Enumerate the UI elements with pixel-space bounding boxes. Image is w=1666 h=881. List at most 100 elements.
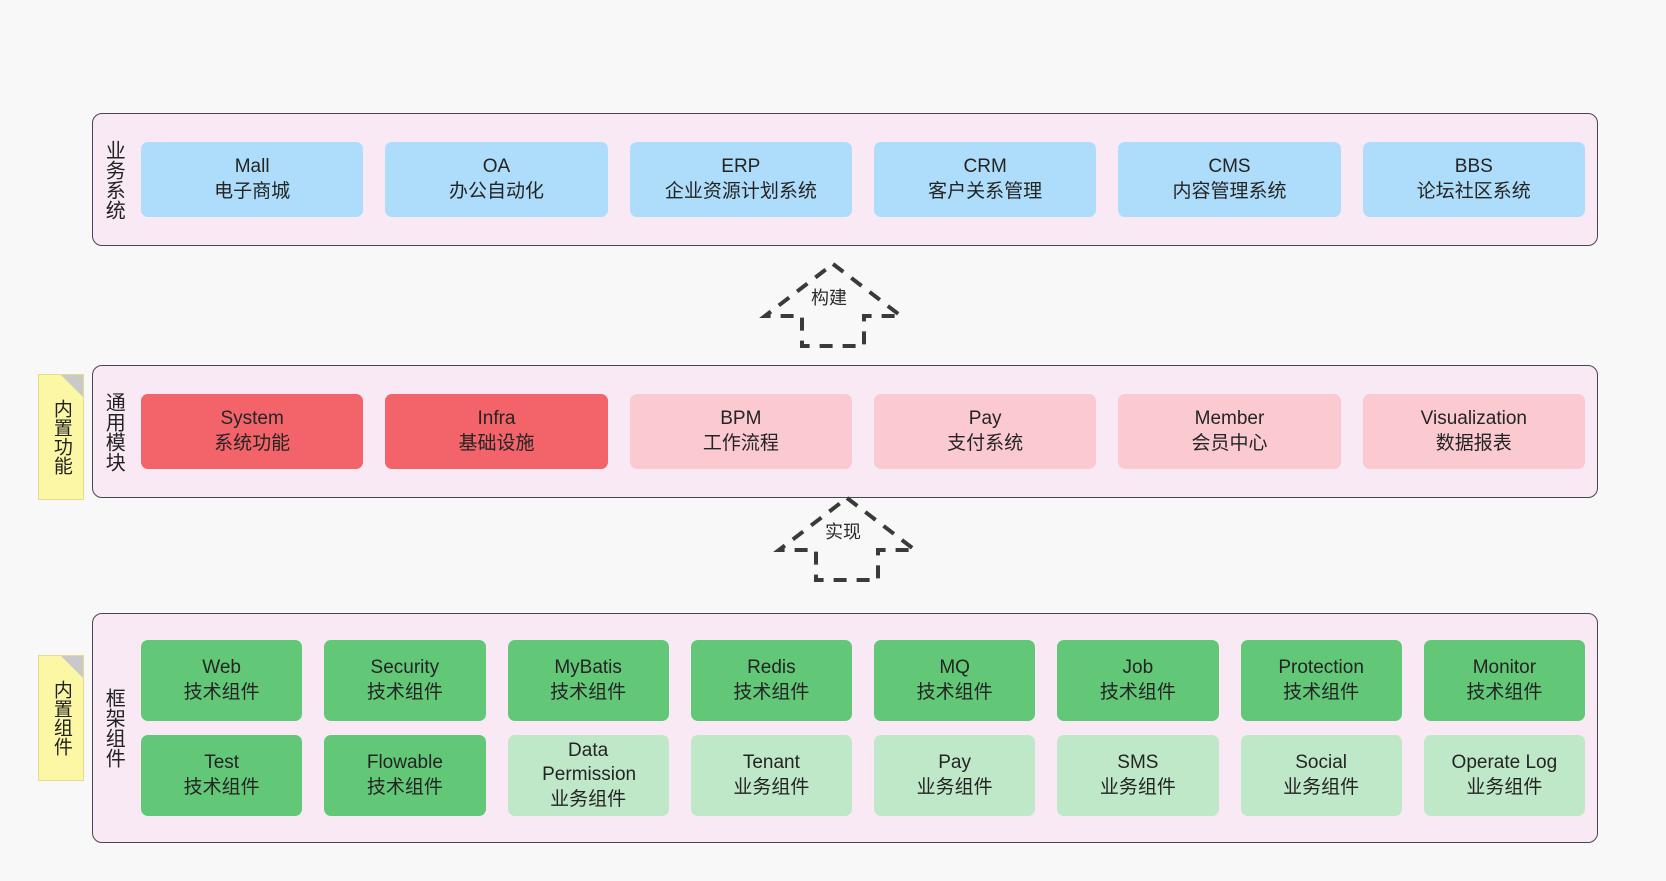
- module-card-member[interactable]: Member 会员中心: [1118, 394, 1341, 469]
- component-card-name: Tenant: [742, 752, 800, 774]
- note-builtin-component: 内置组件: [38, 655, 84, 781]
- module-card-name: BBS: [1454, 156, 1493, 178]
- layer-row: Web 技术组件 Security 技术组件 MyBatis 技术组件 Redi…: [141, 640, 1585, 721]
- component-card-desc: 技术组件: [366, 681, 443, 703]
- module-card-bbs[interactable]: BBS 论坛社区系统: [1362, 142, 1585, 217]
- component-card-desc: 业务组件: [1283, 776, 1360, 798]
- module-card-mall[interactable]: Mall 电子商城: [141, 142, 364, 217]
- layer-common-module[interactable]: 通用模块 System 系统功能 Infra 基础设施 BPM 工作流程 Pay…: [92, 365, 1598, 498]
- module-card-desc: 支付系统: [947, 432, 1024, 454]
- component-card-desc: 技术组件: [1283, 681, 1360, 703]
- module-card-pay[interactable]: Pay 支付系统: [873, 394, 1097, 469]
- module-card-name: CRM: [963, 156, 1007, 178]
- component-card-desc: 技术组件: [366, 776, 443, 798]
- component-card-name: Security: [370, 657, 440, 679]
- module-card-oa[interactable]: OA 办公自动化: [385, 142, 608, 217]
- module-card-name: Mall: [234, 156, 270, 178]
- layer-framework-component[interactable]: 框架组件 Web 技术组件 Security 技术组件 MyBatis 技术组件…: [92, 613, 1598, 843]
- component-card-name: Test: [204, 752, 240, 774]
- component-card-monitor[interactable]: Monitor 技术组件: [1423, 640, 1585, 721]
- component-card-name: Protection: [1278, 657, 1364, 679]
- component-card-name: Data Permission: [542, 740, 637, 786]
- layer-title-business-system: 业务系统: [102, 139, 125, 220]
- note-label: 内置功能: [50, 399, 72, 475]
- component-card-name: MyBatis: [554, 657, 622, 679]
- module-card-name: System: [220, 408, 284, 430]
- layer-body-framework-component: Web 技术组件 Security 技术组件 MyBatis 技术组件 Redi…: [133, 614, 1597, 842]
- module-card-bpm[interactable]: BPM 工作流程: [629, 394, 852, 469]
- module-card-desc: 论坛社区系统: [1416, 180, 1531, 202]
- component-card-mybatis[interactable]: MyBatis 技术组件: [507, 640, 669, 721]
- component-card-name: Social: [1295, 752, 1347, 774]
- module-card-visualization[interactable]: Visualization 数据报表: [1362, 394, 1585, 469]
- component-card-desc: 技术组件: [1466, 681, 1543, 703]
- module-card-name: CMS: [1208, 156, 1251, 178]
- layer-business-system[interactable]: 业务系统 Mall 电子商城 OA 办公自动化 ERP 企业资源计划系统 CRM…: [92, 113, 1598, 246]
- component-card-desc: 技术组件: [183, 776, 260, 798]
- component-card-name: Pay: [938, 752, 971, 774]
- component-card-desc: 业务组件: [916, 776, 993, 798]
- module-card-name: Member: [1194, 408, 1265, 430]
- module-card-cms[interactable]: CMS 内容管理系统: [1118, 142, 1341, 217]
- component-card-desc: 业务组件: [1466, 776, 1543, 798]
- module-card-desc: 客户关系管理: [928, 180, 1043, 202]
- module-card-name: Visualization: [1420, 408, 1527, 430]
- layer-row: Test 技术组件 Flowable 技术组件 Data Permission …: [141, 735, 1585, 816]
- component-card-desc: 业务组件: [1099, 776, 1176, 798]
- component-card-mq[interactable]: MQ 技术组件: [874, 640, 1036, 721]
- component-card-name: Web: [202, 657, 241, 679]
- component-card-redis[interactable]: Redis 技术组件: [690, 640, 852, 721]
- module-card-name: ERP: [721, 156, 761, 178]
- module-card-system[interactable]: System 系统功能: [141, 394, 364, 469]
- component-card-job[interactable]: Job 技术组件: [1057, 640, 1219, 721]
- component-card-sms[interactable]: SMS 业务组件: [1057, 735, 1219, 816]
- component-card-desc: 技术组件: [733, 681, 810, 703]
- layer-row: Mall 电子商城 OA 办公自动化 ERP 企业资源计划系统 CRM 客户关系…: [141, 142, 1585, 217]
- component-card-flowable[interactable]: Flowable 技术组件: [324, 735, 486, 816]
- arrow-build: 构建: [758, 258, 908, 350]
- module-card-desc: 电子商城: [214, 180, 291, 202]
- component-card-name: Redis: [747, 657, 796, 679]
- module-card-desc: 会员中心: [1191, 432, 1268, 454]
- module-card-infra[interactable]: Infra 基础设施: [385, 394, 608, 469]
- note-label: 内置组件: [50, 680, 72, 756]
- module-card-desc: 数据报表: [1435, 432, 1512, 454]
- component-card-name: MQ: [939, 657, 970, 679]
- component-card-desc: 技术组件: [183, 681, 260, 703]
- component-card-name: Flowable: [366, 752, 443, 774]
- module-card-crm[interactable]: CRM 客户关系管理: [873, 142, 1097, 217]
- module-card-desc: 工作流程: [702, 432, 779, 454]
- module-card-desc: 系统功能: [214, 432, 291, 454]
- component-card-pay[interactable]: Pay 业务组件: [874, 735, 1036, 816]
- note-builtin-feature: 内置功能: [38, 374, 84, 500]
- component-card-social[interactable]: Social 业务组件: [1240, 735, 1402, 816]
- module-card-desc: 内容管理系统: [1172, 180, 1287, 202]
- component-card-web[interactable]: Web 技术组件: [141, 640, 303, 721]
- component-card-desc: 业务组件: [550, 788, 627, 810]
- module-card-name: Infra: [477, 408, 516, 430]
- layer-body-common-module: System 系统功能 Infra 基础设施 BPM 工作流程 Pay 支付系统…: [133, 366, 1597, 497]
- component-card-tenant[interactable]: Tenant 业务组件: [690, 735, 852, 816]
- component-card-data-permission[interactable]: Data Permission 业务组件: [507, 735, 669, 816]
- component-card-desc: 业务组件: [733, 776, 810, 798]
- component-card-name: Operate Log: [1451, 752, 1558, 774]
- component-card-desc: 技术组件: [1099, 681, 1176, 703]
- component-card-security[interactable]: Security 技术组件: [324, 640, 486, 721]
- layer-title-framework-component: 框架组件: [102, 688, 125, 768]
- arrow-implement: 实现: [772, 492, 922, 584]
- component-card-operate-log[interactable]: Operate Log 业务组件: [1423, 735, 1585, 816]
- component-card-desc: 技术组件: [916, 681, 993, 703]
- arrow-implement-label: 实现: [825, 522, 861, 542]
- component-card-test[interactable]: Test 技术组件: [141, 735, 303, 816]
- note-fold-corner-icon: [61, 375, 83, 397]
- module-card-erp[interactable]: ERP 企业资源计划系统: [629, 142, 852, 217]
- component-card-name: SMS: [1117, 752, 1159, 774]
- module-card-name: OA: [482, 156, 511, 178]
- module-card-desc: 企业资源计划系统: [664, 180, 817, 202]
- component-card-name: Job: [1122, 657, 1154, 679]
- component-card-protection[interactable]: Protection 技术组件: [1240, 640, 1402, 721]
- component-card-desc: 技术组件: [550, 681, 627, 703]
- arrow-build-label: 构建: [811, 288, 847, 308]
- module-card-desc: 基础设施: [458, 432, 535, 454]
